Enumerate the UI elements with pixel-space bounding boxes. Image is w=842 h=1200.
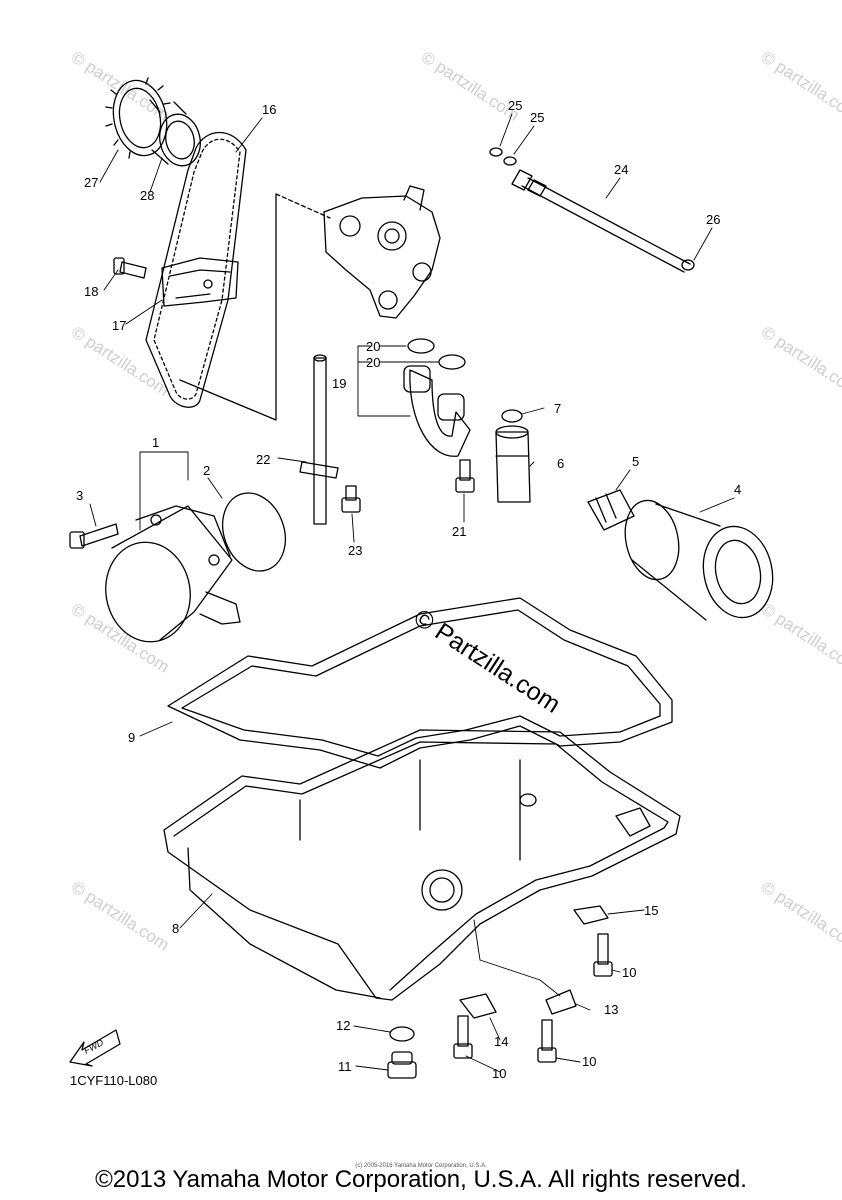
oil-pipe-19 <box>403 365 471 457</box>
callout-11: 11 <box>338 1059 352 1074</box>
callout-1: 1 <box>152 435 159 450</box>
callout-15: 15 <box>644 903 658 918</box>
callout-25b: 25 <box>530 110 544 125</box>
watermark-text: © partzilla.com <box>68 322 173 399</box>
document-code: 1CYF110-L080 <box>70 1073 158 1088</box>
watermark-text: © partzilla.com <box>758 322 842 399</box>
watermark-text: © partzilla.com <box>68 47 173 124</box>
callout-10c: 10 <box>582 1054 596 1069</box>
bolt-23 <box>341 485 361 513</box>
callout-28: 28 <box>140 188 154 203</box>
callout-10b: 10 <box>492 1066 506 1081</box>
o-ring-26 <box>681 259 695 271</box>
callout-3: 3 <box>76 488 83 503</box>
watermark-text: © partzilla.com <box>758 599 842 676</box>
bolt-10-center <box>453 1015 473 1059</box>
bolt-10-right <box>593 933 613 977</box>
bracket-13 <box>545 989 577 1015</box>
callout-8: 8 <box>172 921 179 936</box>
callout-7: 7 <box>554 401 561 416</box>
o-ring-20b <box>438 354 466 370</box>
watermark-text: © partzilla.com <box>68 877 173 954</box>
callout-25a: 25 <box>508 98 522 113</box>
callout-22: 22 <box>256 452 270 467</box>
callout-23: 23 <box>348 543 362 558</box>
callout-14: 14 <box>494 1034 508 1049</box>
guide-bolt <box>113 257 147 279</box>
callout-4: 4 <box>734 482 741 497</box>
callout-2: 2 <box>203 463 210 478</box>
fwd-arrow-icon <box>69 1029 121 1067</box>
oil-pump <box>323 185 441 319</box>
oil-pan <box>163 729 681 1001</box>
chain-guide <box>161 257 239 307</box>
callout-10a: 10 <box>622 965 636 980</box>
small-copyright: (c) 2005-2016 Yamaha Motor Corporation, … <box>355 1163 487 1169</box>
bracket-14 <box>459 993 497 1019</box>
footer-copyright: ©2013 Yamaha Motor Corporation, U.S.A. A… <box>95 1166 747 1193</box>
callout-19: 19 <box>332 376 346 391</box>
watermark-text: © partzilla.com <box>758 47 842 124</box>
callout-6: 6 <box>557 456 564 471</box>
callout-20b: 20 <box>366 355 380 370</box>
callout-13: 13 <box>604 1002 618 1017</box>
cooler-bolt <box>69 523 119 549</box>
callout-16: 16 <box>262 102 276 117</box>
callout-24: 24 <box>614 162 628 177</box>
bolt-10-lower <box>537 1019 557 1063</box>
cooler-o-ring <box>222 492 286 572</box>
fwd-label: FWD <box>82 1037 105 1056</box>
relief-valve <box>495 425 531 503</box>
drain-bolt <box>387 1051 417 1079</box>
callout-20a: 20 <box>366 339 380 354</box>
cam-chain <box>145 132 247 408</box>
leader-lines <box>89 113 735 1073</box>
callout-27: 27 <box>84 175 98 190</box>
o-ring-25b <box>503 156 517 166</box>
watermark-text: © partzilla.com <box>418 47 523 124</box>
watermark-text: © partzilla.com <box>758 877 842 954</box>
union-bolt-5 <box>587 489 635 531</box>
oil-cooler <box>105 505 241 643</box>
drain-gasket <box>389 1026 415 1042</box>
bolt-21 <box>455 459 475 493</box>
bracket-15 <box>573 905 609 925</box>
watermark-text: © partzilla.com <box>68 599 173 676</box>
callout-17: 17 <box>112 318 126 333</box>
callout-18: 18 <box>84 284 98 299</box>
callout-labels: 1 2 3 4 5 6 7 8 9 10 10 10 11 12 13 14 1… <box>76 98 741 1081</box>
o-ring-7 <box>501 409 523 423</box>
callout-21: 21 <box>452 524 466 539</box>
pipe-22 <box>299 354 339 525</box>
callout-9: 9 <box>128 730 135 745</box>
o-ring-25a <box>489 147 503 157</box>
callout-26: 26 <box>706 212 720 227</box>
sprocket-assembly <box>105 77 201 167</box>
o-ring-20a <box>407 338 435 354</box>
oil-filter <box>624 499 774 621</box>
callout-5: 5 <box>632 454 639 469</box>
center-watermark: © Partzilla.com <box>409 604 566 719</box>
callout-12: 12 <box>336 1018 350 1033</box>
oil-delivery-pipe <box>511 169 691 273</box>
